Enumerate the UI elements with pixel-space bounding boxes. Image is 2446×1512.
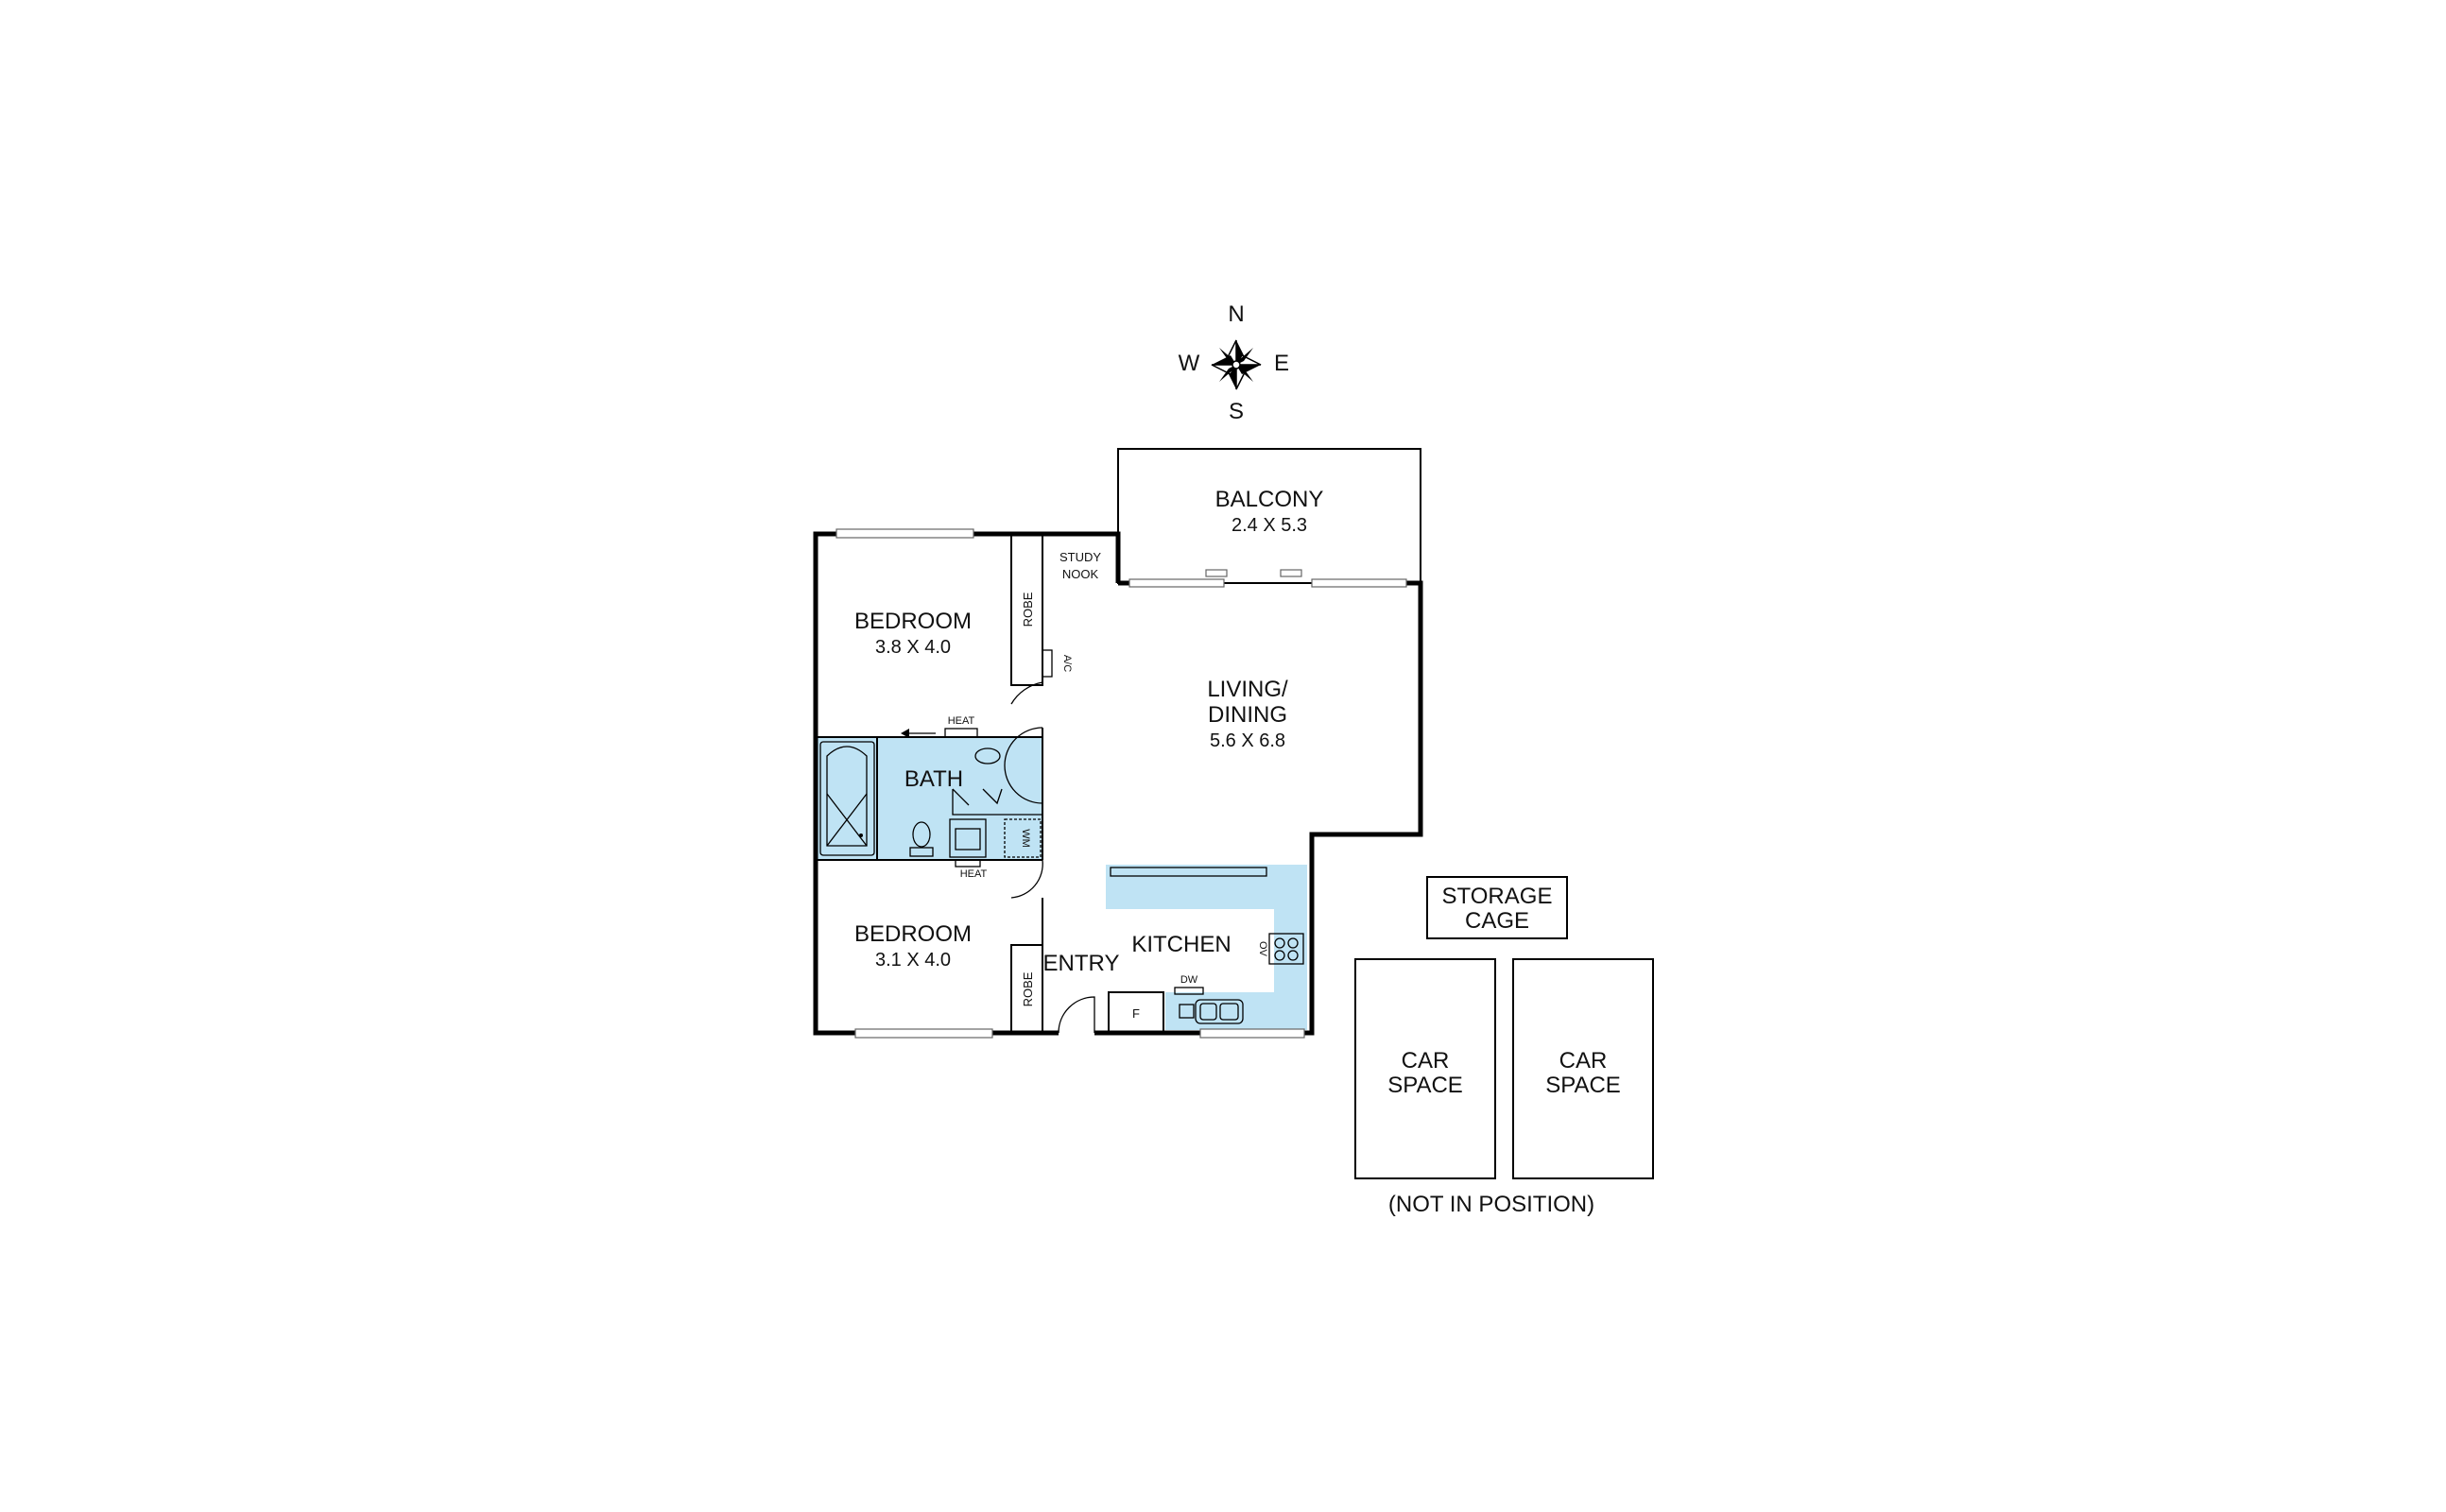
storage-cage-label-line2: CAGE (1465, 908, 1529, 934)
entry-name: ENTRY (1043, 951, 1120, 976)
ac-unit (1042, 649, 1053, 678)
vanity-icon (949, 818, 987, 858)
wm-label: WM (1020, 829, 1031, 848)
storage-cage-label-line1: STORAGE (1442, 884, 1553, 909)
robe-2-label: ROBE (1021, 971, 1035, 1006)
compass-rose-icon (1211, 339, 1262, 390)
bedroom-1-dimensions: 3.8 X 4.0 (875, 637, 951, 658)
washing-machine-icon (1004, 818, 1042, 858)
car-space-1-outline (1354, 958, 1496, 1179)
cooktop-icon (1268, 933, 1304, 965)
car-space-1-label-line1: CAR (1402, 1048, 1450, 1074)
sliding-door (1128, 569, 1407, 588)
bedroom-2-name: BEDROOM (854, 921, 972, 947)
dw-label: DW (1180, 974, 1198, 986)
living-dining-name-line2: DINING (1208, 702, 1287, 728)
toilet-icon (909, 821, 934, 857)
study-nook-label-line1: STUDY (1059, 550, 1101, 564)
balcony-outline (1117, 448, 1421, 584)
shower-screen (952, 788, 1042, 816)
heater-icon (901, 728, 978, 738)
car-space-2-label-line1: CAR (1559, 1048, 1608, 1074)
living-dining-name-line1: LIVING/ (1207, 677, 1288, 702)
fridge-label: F (1132, 1006, 1140, 1021)
robe-2 (1010, 944, 1043, 1034)
sink-icon (1179, 999, 1244, 1024)
car-space-2-outline (1512, 958, 1654, 1179)
bath-name: BATH (904, 766, 963, 792)
living-dining-dimensions: 5.6 X 6.8 (1210, 730, 1285, 751)
heat-1-label: HEAT (948, 715, 975, 727)
bathtub-icon (819, 741, 875, 856)
dishwasher-icon (1174, 987, 1204, 995)
bedroom-2-dimensions: 3.1 X 4.0 (875, 950, 951, 971)
heater-icon (955, 859, 981, 868)
window (835, 528, 1305, 1039)
compass-south-label: S (1229, 399, 1244, 424)
ac-label: A/C (1061, 655, 1073, 672)
robe-1-label: ROBE (1021, 592, 1035, 627)
robe-1 (1010, 533, 1043, 686)
basin-icon (974, 747, 1001, 765)
heat-2-label: HEAT (960, 868, 988, 880)
compass-north-label: N (1228, 301, 1244, 327)
compass-east-label: E (1274, 351, 1289, 376)
door-swing (1004, 681, 1095, 1034)
car-space-2-label-line2: SPACE (1545, 1073, 1621, 1098)
kitchen-bench-area (1106, 865, 1307, 1030)
kitchen-name: KITCHEN (1131, 932, 1231, 957)
balcony-name: BALCONY (1215, 487, 1324, 512)
bedroom-1-name: BEDROOM (854, 609, 972, 634)
compass-west-label: W (1179, 351, 1200, 376)
ov-label: OV (1257, 941, 1268, 957)
study-nook-label-line2: NOOK (1062, 567, 1099, 581)
overhead-cupboard (1110, 867, 1267, 877)
balcony-dimensions: 2.4 X 5.3 (1232, 515, 1307, 536)
fridge-space (1108, 991, 1164, 1034)
car-space-1-label-line2: SPACE (1387, 1073, 1463, 1098)
not-in-position-note: (NOT IN POSITION) (1388, 1192, 1594, 1217)
storage-cage-outline (1426, 876, 1568, 939)
